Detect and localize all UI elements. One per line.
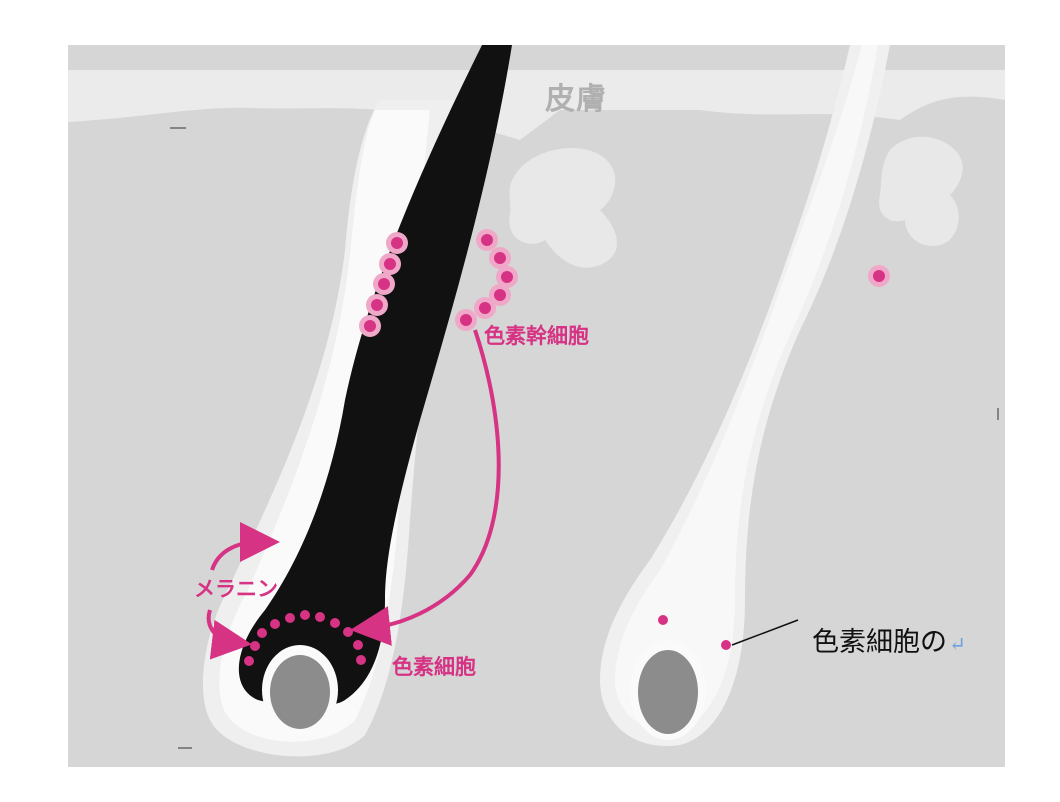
sebaceous-gland-right (879, 136, 963, 246)
skin-label: 皮膚 (545, 82, 607, 117)
stem-cell-right-follicle (868, 265, 890, 287)
skin-surface-layer (68, 70, 1005, 140)
right-papilla-core (638, 650, 698, 734)
melanin-arrow-down (206, 609, 252, 660)
pigment-cell-label: 色素細胞 (392, 655, 476, 679)
caption-text: 色素細胞の↵ (812, 620, 966, 659)
stem-cells-left-column (359, 232, 408, 337)
stem-cells-right-column (455, 229, 518, 331)
migration-arrow (350, 329, 501, 646)
right-follicle-halo (615, 45, 878, 731)
melanin-arrow-up (210, 522, 280, 571)
sebaceous-gland-left (509, 147, 617, 268)
caption-label: 色素細胞の (812, 627, 947, 658)
pigment-cells-right-bulb (658, 615, 731, 650)
left-papilla-core (270, 655, 330, 729)
pigment-stem-cell-label: 色素幹細胞 (484, 324, 589, 348)
return-mark-icon: ↵ (949, 632, 966, 656)
dark-hair-shaft (238, 45, 512, 705)
melanin-label: メラニン (194, 577, 278, 601)
caption-pointer-line (731, 619, 799, 646)
